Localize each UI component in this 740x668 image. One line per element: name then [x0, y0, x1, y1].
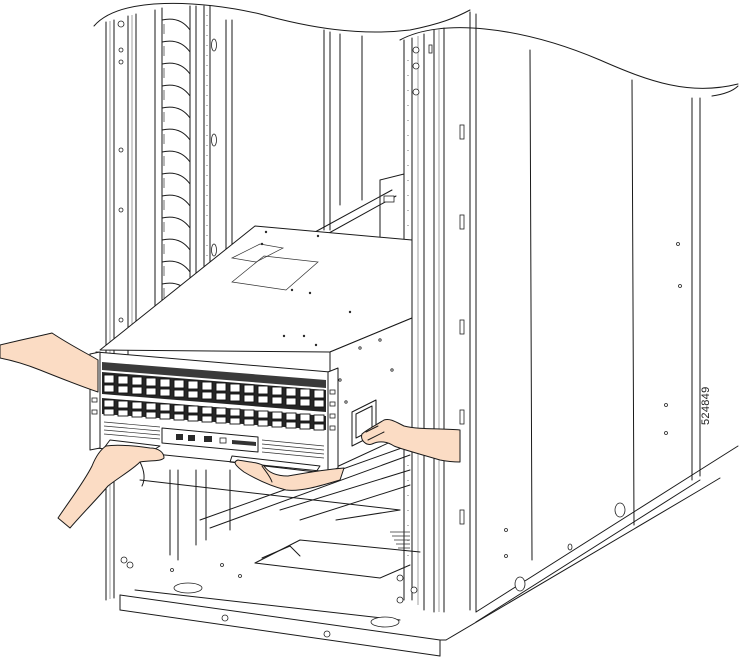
hands — [0, 332, 461, 529]
port-row-2 — [102, 398, 326, 431]
cable-fingers — [161, 18, 191, 317]
fan-vent-left — [103, 421, 161, 440]
hand-center — [234, 459, 345, 491]
hand-left-upper — [0, 332, 99, 393]
rack-frame — [93, 2, 739, 657]
chassis — [89, 225, 413, 473]
figure-id-label: 524849 — [700, 386, 712, 425]
management-panel — [161, 427, 259, 453]
hand-left-lower — [57, 444, 165, 529]
hand-right — [361, 419, 461, 463]
port-row-1 — [102, 372, 326, 412]
fan-vent-right — [261, 439, 325, 459]
